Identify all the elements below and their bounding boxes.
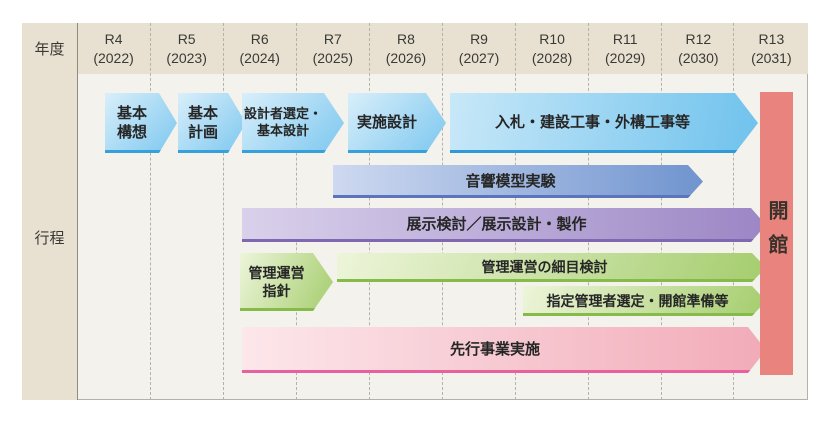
bar-bidding-construction: 入札・建設工事・外構工事等 — [450, 93, 758, 153]
year-column-r6: R6 (2024) — [239, 30, 280, 66]
year-header-band — [22, 23, 808, 74]
year-axis-label: 年度 — [34, 41, 65, 58]
opening-label: 開館 — [765, 199, 787, 268]
year-column-r7: R7 (2025) — [312, 30, 354, 66]
bar-management-detail-study: 管理運営の細目検討 — [337, 253, 766, 282]
opening-milestone-bar: 開館 — [760, 92, 793, 375]
year-column-r8: R8 (2026) — [385, 30, 427, 66]
bar-basic-plan: 基本 計画 — [178, 93, 246, 153]
year-column-r5: R5 (2023) — [166, 30, 207, 66]
grid-line — [223, 23, 224, 400]
year-header-row: R4 (2022) R5 (2023) R6 (2024) R7 (2025) … — [77, 23, 808, 74]
year-column-r9: R9 (2027) — [458, 30, 500, 66]
grid-line — [150, 23, 151, 400]
bar-acoustic-model-test: 音響模型実験 — [333, 165, 703, 198]
year-column-r10: R10 (2028) — [531, 30, 573, 66]
year-column-r4: R4 (2022) — [93, 30, 134, 66]
year-column-r13: R13 (2031) — [751, 30, 792, 66]
year-column-r12: R12 (2030) — [678, 30, 719, 66]
bar-advance-projects: 先行事業実施 — [242, 327, 766, 373]
axis-divider-line — [77, 23, 78, 400]
bar-exhibition-design: 展示検討／展示設計・製作 — [242, 208, 766, 242]
row-label-column — [22, 23, 77, 400]
bar-management-guidelines: 管理運営 指針 — [240, 253, 333, 311]
bar-implementation-design: 実施設計 — [348, 93, 446, 153]
year-column-r11: R11 (2029) — [604, 30, 646, 66]
bar-basic-concept: 基本 構想 — [105, 93, 177, 153]
bar-designer-selection: 設計者選定・ 基本設計 — [242, 93, 344, 153]
process-axis-label: 行程 — [34, 229, 65, 247]
bar-designated-manager-selection: 指定管理者選定・開館準備等 — [523, 286, 766, 316]
